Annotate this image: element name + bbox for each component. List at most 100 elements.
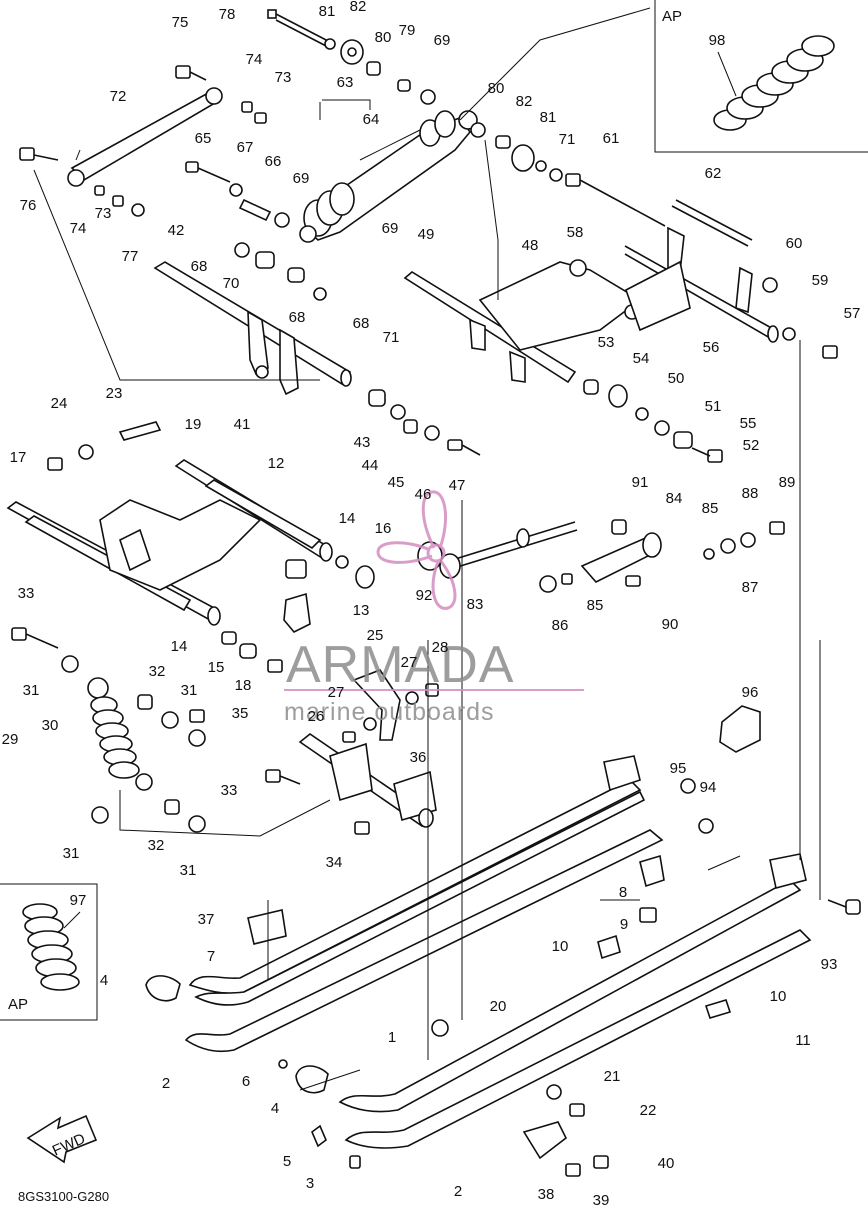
fwd-arrow: FWD xyxy=(26,1114,98,1164)
callout-24: 24 xyxy=(51,395,68,412)
callout-25: 25 xyxy=(367,627,384,644)
callout-65: 65 xyxy=(195,130,212,147)
callout-9: 9 xyxy=(620,916,628,933)
callout-71: 71 xyxy=(383,329,400,346)
callout-8: 8 xyxy=(619,884,627,901)
callout-19: 19 xyxy=(185,416,202,433)
callout-17: 17 xyxy=(10,449,27,466)
watermark: ARMADA marine outboards xyxy=(284,490,584,726)
callout-31: 31 xyxy=(23,682,40,699)
callout-7: 7 xyxy=(207,948,215,965)
callout-32: 32 xyxy=(149,663,166,680)
callout-43: 43 xyxy=(354,434,371,451)
callout-45: 45 xyxy=(388,474,405,491)
callout-64: 64 xyxy=(363,111,380,128)
callout-69: 69 xyxy=(434,32,451,49)
front-pivot-arm xyxy=(153,242,352,396)
callout-15: 15 xyxy=(208,659,225,676)
callout-89: 89 xyxy=(779,474,796,491)
callout-4: 4 xyxy=(271,1100,279,1117)
diagram-code: 8GS3100-G280 xyxy=(18,1189,109,1204)
callout-3: 3 xyxy=(306,1175,314,1192)
callout-44: 44 xyxy=(362,457,379,474)
callout-18: 18 xyxy=(235,677,252,694)
callout-56: 56 xyxy=(703,339,720,356)
callout-81: 81 xyxy=(319,3,336,20)
callout-83: 83 xyxy=(467,596,484,613)
callout-20: 20 xyxy=(490,998,507,1015)
callout-29: 29 xyxy=(2,731,19,748)
callout-69: 69 xyxy=(293,170,310,187)
callout-33: 33 xyxy=(18,585,35,602)
spring-97-drawing xyxy=(22,903,80,991)
callout-35: 35 xyxy=(232,705,249,722)
callout-30: 30 xyxy=(42,717,59,734)
callout-69: 69 xyxy=(382,220,399,237)
callout-1: 1 xyxy=(388,1029,396,1046)
callout-49: 49 xyxy=(418,226,435,243)
callout-6: 6 xyxy=(242,1073,250,1090)
callout-84: 84 xyxy=(666,490,683,507)
callout-59: 59 xyxy=(812,272,829,289)
callout-37: 37 xyxy=(198,911,215,928)
callout-38: 38 xyxy=(538,1186,555,1203)
callout-66: 66 xyxy=(265,153,282,170)
inset-label-top: AP xyxy=(662,8,682,25)
callout-79: 79 xyxy=(399,22,416,39)
callout-68: 68 xyxy=(353,315,370,332)
callout-27: 27 xyxy=(401,654,418,671)
callout-67: 67 xyxy=(237,139,254,156)
suspension-frame xyxy=(6,421,333,633)
callout-26: 26 xyxy=(308,708,325,725)
callout-52: 52 xyxy=(743,437,760,454)
callout-33: 33 xyxy=(221,782,238,799)
callout-86: 86 xyxy=(552,617,569,634)
callout-46: 46 xyxy=(415,486,432,503)
callout-77: 77 xyxy=(122,248,139,265)
callout-76: 76 xyxy=(20,197,37,214)
inset-spring-top-right: AP xyxy=(654,0,868,153)
callout-70: 70 xyxy=(223,275,240,292)
callout-47: 47 xyxy=(449,477,466,494)
callout-22: 22 xyxy=(640,1102,657,1119)
callout-98: 98 xyxy=(709,32,726,49)
callout-94: 94 xyxy=(700,779,717,796)
front-arm xyxy=(189,669,439,835)
callout-72: 72 xyxy=(110,88,127,105)
callout-32: 32 xyxy=(148,837,165,854)
callout-71: 71 xyxy=(559,131,576,148)
callout-10: 10 xyxy=(552,938,569,955)
callout-80: 80 xyxy=(375,29,392,46)
callout-58: 58 xyxy=(567,224,584,241)
callout-51: 51 xyxy=(705,398,722,415)
rear-shock-absorber xyxy=(299,110,478,243)
callout-41: 41 xyxy=(234,416,251,433)
callout-27: 27 xyxy=(328,684,345,701)
assembly-lines xyxy=(33,7,821,1091)
callout-48: 48 xyxy=(522,237,539,254)
callout-40: 40 xyxy=(658,1155,675,1172)
propeller-logo xyxy=(376,490,457,610)
callout-68: 68 xyxy=(289,309,306,326)
callout-39: 39 xyxy=(593,1192,610,1209)
callout-78: 78 xyxy=(219,6,236,23)
callout-96: 96 xyxy=(742,684,759,701)
callout-50: 50 xyxy=(668,370,685,387)
callout-90: 90 xyxy=(662,616,679,633)
callout-82: 82 xyxy=(516,93,533,110)
bushings-row xyxy=(368,379,723,463)
callout-85: 85 xyxy=(587,597,604,614)
callout-2: 2 xyxy=(162,1075,170,1092)
inset-label-bottom: AP xyxy=(8,996,28,1013)
callout-82: 82 xyxy=(350,0,367,15)
front-shock-absorber xyxy=(11,627,283,833)
callout-4: 4 xyxy=(100,972,108,989)
callout-57: 57 xyxy=(844,305,861,322)
callout-34: 34 xyxy=(326,854,343,871)
callout-14: 14 xyxy=(171,638,188,655)
callout-81: 81 xyxy=(540,109,557,126)
callout-21: 21 xyxy=(604,1068,621,1085)
callout-54: 54 xyxy=(633,350,650,367)
callout-80: 80 xyxy=(488,80,505,97)
callout-31: 31 xyxy=(181,682,198,699)
